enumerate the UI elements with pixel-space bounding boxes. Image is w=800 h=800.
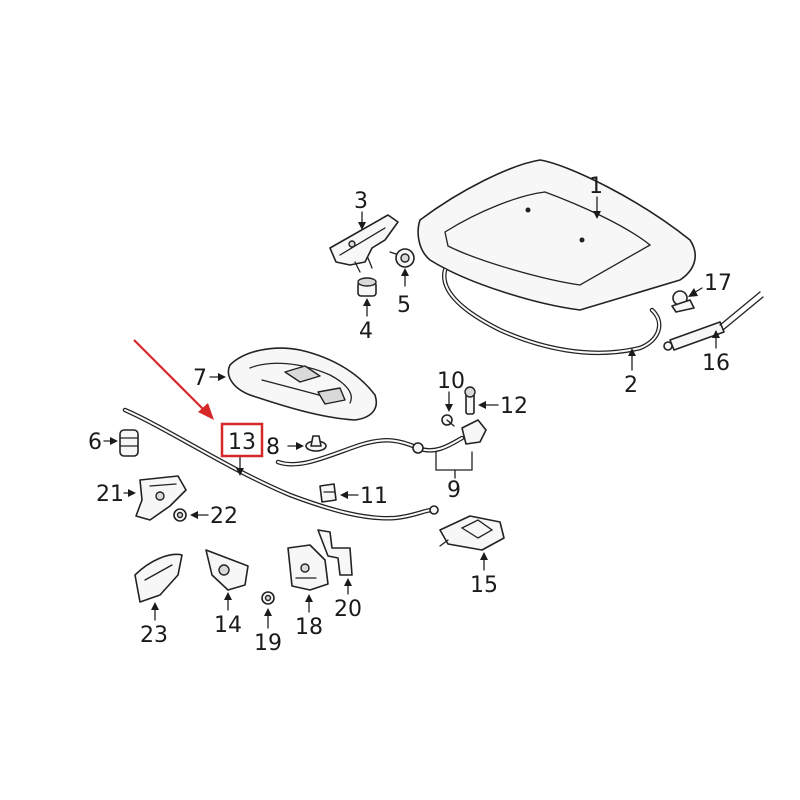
hood-insulator [227, 347, 377, 421]
release-handle [135, 475, 187, 521]
callout-4: 4 [359, 319, 373, 344]
hinge-bolt [389, 248, 415, 268]
screw-10 [441, 414, 455, 427]
callout-22: 22 [210, 504, 238, 529]
callout-21: 21 [96, 482, 124, 507]
callout-12: 12 [500, 394, 528, 419]
callout-13: 13 [228, 430, 256, 455]
hood-latch [287, 544, 329, 591]
hood-bumper [119, 429, 139, 457]
callout-16: 16 [702, 351, 730, 376]
callout-1: 1 [589, 174, 603, 199]
hood-strut [663, 291, 764, 351]
cable-guide [205, 549, 249, 591]
highlight-marker [133, 339, 264, 458]
latch-cable [275, 435, 465, 467]
latch-support [439, 515, 505, 551]
callout-18: 18 [295, 615, 323, 640]
cable-clip [319, 483, 337, 503]
callout-23: 23 [140, 623, 168, 648]
bolt-19 [261, 591, 275, 605]
hood-weatherstrip [442, 267, 662, 356]
callout-11: 11 [360, 484, 388, 509]
callout-17: 17 [704, 271, 732, 296]
bolt-22 [173, 508, 187, 522]
handle-bezel [134, 553, 183, 603]
callout-7: 7 [193, 366, 207, 391]
callout-5: 5 [397, 293, 411, 318]
callout-3: 3 [354, 189, 368, 214]
callout-20: 20 [334, 597, 362, 622]
callout-6: 6 [88, 430, 102, 455]
callout-15: 15 [470, 573, 498, 598]
latch-plate [317, 529, 353, 576]
leader-lines [103, 196, 720, 629]
callout-9: 9 [447, 478, 461, 503]
ball-stud [671, 290, 695, 313]
callout-2: 2 [624, 373, 638, 398]
callout-labels: 1 2 3 4 5 6 7 8 9 10 11 12 13 14 15 16 1… [88, 174, 732, 656]
hood-hinge [329, 214, 399, 273]
hood-panel [417, 159, 696, 311]
latch-bracket [461, 386, 487, 445]
callout-14: 14 [214, 613, 242, 638]
release-cable [122, 407, 439, 521]
callout-19: 19 [254, 631, 282, 656]
highlight-box [220, 422, 264, 458]
callout-8: 8 [266, 435, 280, 460]
push-clip [305, 435, 327, 452]
callout-10: 10 [437, 369, 465, 394]
hinge-bushing [357, 277, 377, 297]
